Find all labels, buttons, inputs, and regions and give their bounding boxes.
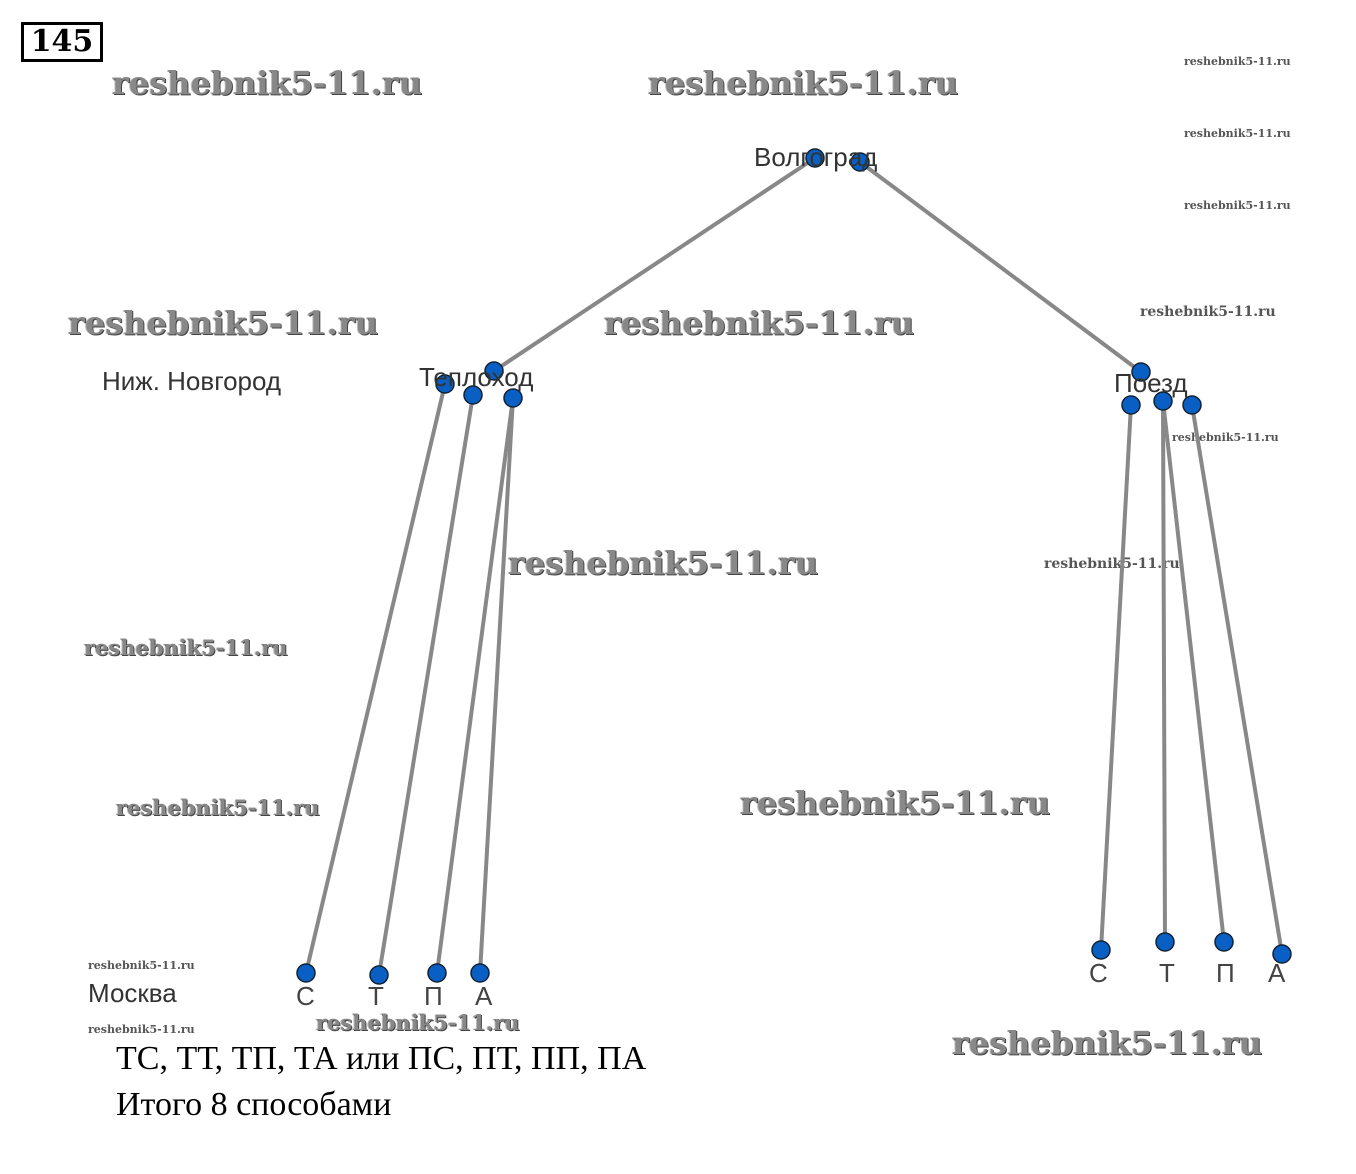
watermark: reshebnik5-11.ru (88, 959, 195, 972)
node (805, 148, 825, 168)
watermark: reshebnik5-11.ru (84, 635, 288, 660)
end-label: Москва (88, 978, 177, 1008)
watermark: reshebnik5-11.ru (648, 64, 959, 102)
node (484, 361, 504, 381)
watermark: reshebnik5-11.ru (88, 1023, 195, 1036)
branch-label-teplohod: Теплоход (419, 362, 534, 392)
node (369, 965, 389, 985)
leaf-label: П (1216, 958, 1235, 988)
leaf-label: А (1268, 958, 1286, 988)
watermark: reshebnik5-11.ru (508, 544, 819, 582)
edge (304, 382, 447, 975)
watermark: reshebnik5-11.ru (1140, 304, 1276, 320)
node (1272, 944, 1292, 964)
edge (377, 393, 475, 977)
branch-label-poezd: Поезд (1114, 368, 1188, 398)
root-label: Волгоград (754, 142, 878, 172)
node (1091, 940, 1111, 960)
watermark: reshebnik5-11.ru (1184, 199, 1291, 212)
edge (1190, 403, 1284, 956)
node (1155, 932, 1175, 952)
watermark: reshebnik5-11.ru (740, 784, 1051, 822)
watermark: reshebnik5-11.ru (112, 64, 423, 102)
watermark: reshebnik5-11.ru (1184, 55, 1291, 68)
leaf-label: Т (368, 981, 384, 1011)
watermark: reshebnik5-11.ru (1044, 556, 1180, 572)
leaf-label: П (424, 981, 443, 1011)
node (1121, 395, 1141, 415)
node (435, 374, 455, 394)
watermark: reshebnik5-11.ru (116, 795, 320, 820)
start-label: Ниж. Новгород (102, 366, 282, 396)
nodes (296, 148, 1292, 985)
node (427, 963, 447, 983)
watermark: reshebnik5-11.ru (316, 1010, 520, 1035)
node (470, 963, 490, 983)
leaf-label: А (475, 981, 493, 1011)
watermark: reshebnik5-11.ru (604, 304, 915, 342)
leaf-label: С (296, 981, 315, 1011)
watermark: reshebnik5-11.ru (952, 1024, 1263, 1062)
answer-line-2: Итого 8 способами (116, 1086, 392, 1123)
node (1131, 362, 1151, 382)
node (503, 388, 523, 408)
node (296, 963, 316, 983)
edge (1161, 399, 1167, 944)
edge (1099, 403, 1133, 952)
watermark: reshebnik5-11.ru (68, 304, 379, 342)
edge (858, 160, 1143, 374)
answer-line-1: ТС, ТТ, ТП, ТА или ПС, ПТ, ПП, ПА (116, 1040, 647, 1077)
watermark: reshebnik5-11.ru (1184, 127, 1291, 140)
edge (478, 396, 515, 975)
edge (492, 156, 817, 373)
problem-number: 145 (21, 22, 103, 62)
node (1153, 391, 1173, 411)
leaf-label: Т (1159, 958, 1175, 988)
edges (304, 156, 1284, 977)
node (1182, 395, 1202, 415)
edge (1161, 399, 1226, 944)
node (850, 152, 870, 172)
leaf-label: С (1089, 958, 1108, 988)
node (463, 385, 483, 405)
edge (435, 396, 515, 975)
node (1214, 932, 1234, 952)
